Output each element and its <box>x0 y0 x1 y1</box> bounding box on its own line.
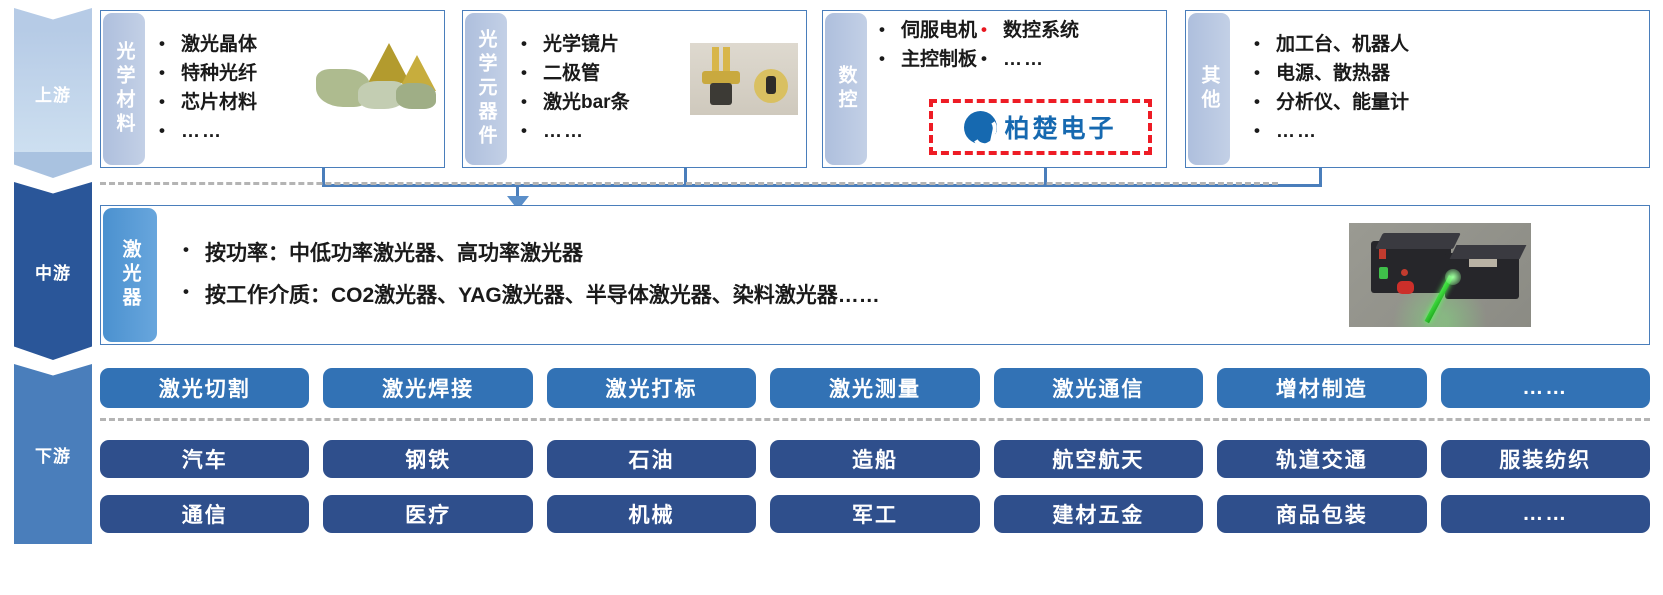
rail-chevron-top <box>14 182 92 204</box>
application-chip[interactable]: 激光打标 <box>546 368 757 408</box>
downstream-chip-row-1: 汽车 钢铁 石油 造船 航空航天 轨道交通 服装纺织 <box>100 440 1650 478</box>
upstream-box-optical-materials: 光学材料 激光晶体 特种光纤 芯片材料 …… <box>100 10 445 168</box>
connector-line <box>684 168 687 186</box>
downstream-chip[interactable]: 服装纺织 <box>1440 440 1650 478</box>
list-item: …… <box>159 118 257 147</box>
laser-diode-photo <box>690 43 798 115</box>
connector-line <box>1319 168 1322 186</box>
connector-line <box>516 184 519 198</box>
downstream-chip-row-2: 通信 医疗 机械 军工 建材五金 商品包装 …… <box>100 495 1650 533</box>
stage-rail-downstream: 下游 <box>14 364 92 544</box>
upstream-box-tag: 其他 <box>1188 13 1230 165</box>
upstream-box-cnc: 数控 伺服电机 主控制板 数控系统 …… 柏楚电子 <box>822 10 1167 168</box>
rail-body <box>14 386 92 544</box>
list-item: 伺服电机 <box>879 17 977 46</box>
downstream-chip[interactable]: 航空航天 <box>993 440 1204 478</box>
downstream-chip[interactable]: 钢铁 <box>323 440 533 478</box>
laser-device-photo <box>1349 223 1531 327</box>
downstream-chip[interactable]: 机械 <box>546 495 757 533</box>
list-item: 分析仪、能量计 <box>1254 89 1409 118</box>
list-item: 激光晶体 <box>159 31 257 60</box>
rail-chevron-top <box>14 8 92 30</box>
bochu-logo-icon <box>964 110 998 144</box>
stage-rail-upstream: 上游 <box>14 8 92 178</box>
stage-rail-midstream: 中游 <box>14 182 92 360</box>
list-item: 光学镜片 <box>521 31 630 60</box>
downstream-chip[interactable]: 石油 <box>546 440 757 478</box>
section-divider <box>100 418 1650 421</box>
rail-body <box>14 30 92 152</box>
stage-label-midstream: 中游 <box>35 263 71 283</box>
downstream-chip[interactable]: 商品包装 <box>1217 495 1427 533</box>
bochu-brand-highlight: 柏楚电子 <box>929 99 1152 155</box>
midstream-box-content: 按功率：中低功率激光器、高功率激光器 按工作介质：CO2激光器、YAG激光器、半… <box>159 206 1649 344</box>
upstream-item-list: 光学镜片 二极管 激光bar条 …… <box>517 31 630 147</box>
list-item: 主控制板 <box>879 46 977 75</box>
upstream-box-content: 光学镜片 二极管 激光bar条 …… <box>509 11 806 167</box>
upstream-item-list: 激光晶体 特种光纤 芯片材料 …… <box>155 31 257 147</box>
list-item: …… <box>521 118 630 147</box>
cnc-item-list-right: 数控系统 …… <box>981 17 1079 75</box>
laser-crystal-photo <box>310 39 438 113</box>
midstream-box-lasers: 激光器 按功率：中低功率激光器、高功率激光器 按工作介质：CO2激光器、YAG激… <box>100 205 1650 345</box>
upstream-box-tag: 数控 <box>825 13 867 165</box>
application-chip[interactable]: …… <box>1440 368 1650 408</box>
list-item: 激光bar条 <box>521 89 629 118</box>
application-chip-row: 激光切割 激光焊接 激光打标 激光测量 激光通信 增材制造 …… <box>100 368 1650 408</box>
upstream-box-content: 伺服电机 主控制板 数控系统 …… 柏楚电子 <box>869 11 1166 167</box>
upstream-item-list: 加工台、机器人 电源、散热器 分析仪、能量计 …… <box>1240 31 1409 147</box>
list-item: …… <box>1254 118 1409 147</box>
brand-name: 柏楚电子 <box>1004 116 1117 143</box>
cnc-item-list-left: 伺服电机 主控制板 <box>877 17 977 75</box>
downstream-chip[interactable]: 军工 <box>770 495 980 533</box>
rail-chevron-top <box>14 364 92 386</box>
cnc-highlight-label: 数控系统 <box>981 17 1079 46</box>
application-chip[interactable]: 增材制造 <box>1217 368 1427 408</box>
downstream-chip[interactable]: 建材五金 <box>993 495 1204 533</box>
list-item: …… <box>981 46 1079 75</box>
application-chip[interactable]: 激光焊接 <box>323 368 533 408</box>
midstream-item-list: 按功率：中低功率激光器、高功率激光器 按工作介质：CO2激光器、YAG激光器、半… <box>159 233 880 317</box>
application-chip[interactable]: 激光切割 <box>100 368 310 408</box>
upstream-box-content: 激光晶体 特种光纤 芯片材料 …… <box>147 11 444 167</box>
rail-chevron-bottom <box>14 152 92 178</box>
upstream-box-others: 其他 加工台、机器人 电源、散热器 分析仪、能量计 …… <box>1185 10 1650 168</box>
downstream-chip[interactable]: 医疗 <box>323 495 533 533</box>
section-divider <box>100 182 1278 185</box>
downstream-chip[interactable]: …… <box>1440 495 1650 533</box>
downstream-chip[interactable]: 造船 <box>770 440 980 478</box>
list-item: 按工作介质：CO2激光器、YAG激光器、半导体激光器、染料激光器…… <box>183 275 880 317</box>
midstream-box-tag: 激光器 <box>103 208 157 342</box>
upstream-box-content: 加工台、机器人 电源、散热器 分析仪、能量计 …… <box>1232 11 1649 167</box>
connector-line <box>322 184 1322 187</box>
application-chip[interactable]: 激光测量 <box>770 368 980 408</box>
list-item: 特种光纤 <box>159 60 257 89</box>
upstream-box-tag: 光学材料 <box>103 13 145 165</box>
connector-line <box>1044 168 1047 186</box>
list-item: 加工台、机器人 <box>1254 31 1409 60</box>
stage-label-upstream: 上游 <box>35 85 71 105</box>
list-item: 电源、散热器 <box>1254 60 1409 89</box>
stage-label-downstream: 下游 <box>35 446 71 466</box>
rail-chevron-bottom <box>14 334 92 360</box>
list-item: 芯片材料 <box>159 89 257 118</box>
rail-body <box>14 204 92 334</box>
downstream-chip[interactable]: 汽车 <box>100 440 310 478</box>
downstream-chip[interactable]: 轨道交通 <box>1217 440 1427 478</box>
application-chip[interactable]: 激光通信 <box>993 368 1204 408</box>
list-item: 二极管 <box>521 60 630 89</box>
connector-line <box>322 168 325 186</box>
list-item: 按功率：中低功率激光器、高功率激光器 <box>183 233 880 275</box>
cnc-columns: 伺服电机 主控制板 数控系统 …… <box>877 11 1079 75</box>
upstream-box-optical-components: 光学元器件 光学镜片 二极管 激光bar条 …… <box>462 10 807 168</box>
downstream-chip[interactable]: 通信 <box>100 495 310 533</box>
upstream-box-tag: 光学元器件 <box>465 13 507 165</box>
